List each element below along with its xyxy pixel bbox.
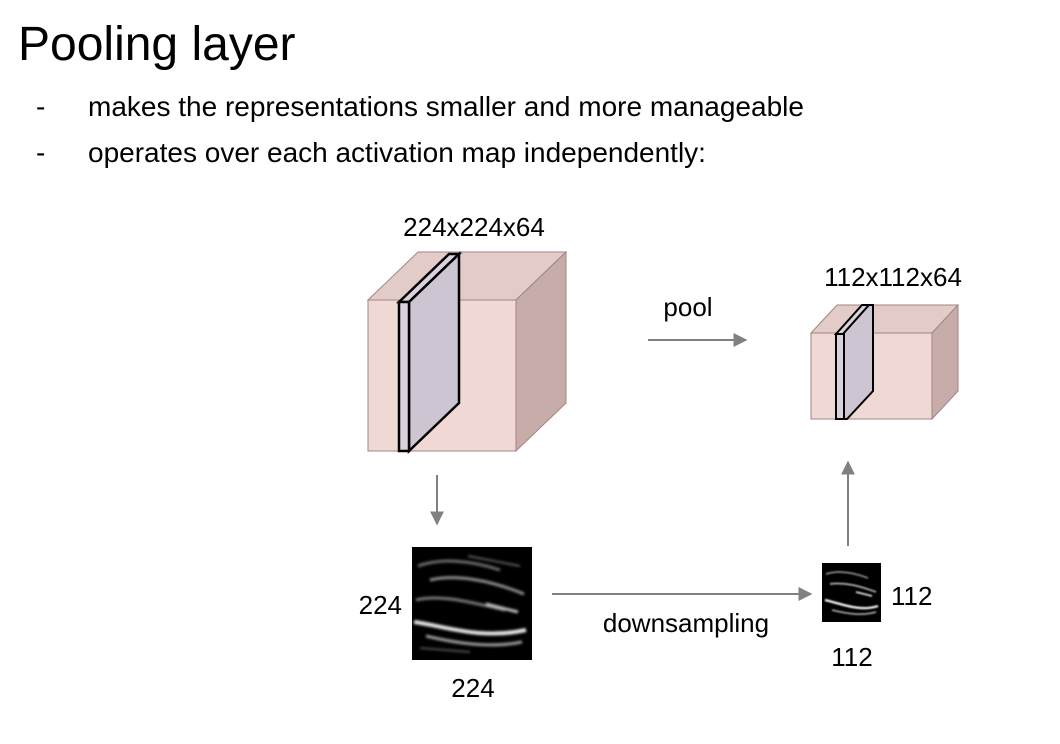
input-activation-map-texture — [413, 555, 527, 653]
pool-label: pool — [663, 292, 712, 322]
bullet-text: operates over each activation map indepe… — [88, 137, 706, 168]
input-activation-slice-front — [397, 300, 411, 453]
input-activation-map — [412, 547, 532, 660]
bullet-list: - makes the representations smaller and … — [36, 84, 804, 176]
output-volume — [809, 303, 960, 421]
input-map-height-label: 224 — [359, 590, 402, 620]
input-volume — [366, 250, 568, 454]
slide-title: Pooling layer — [18, 18, 296, 71]
output-map-height-label: 112 — [891, 581, 932, 611]
downsampling-label: downsampling — [603, 608, 769, 638]
output-activation-map — [822, 563, 881, 622]
output-volume-label: 112x112x64 — [824, 262, 962, 292]
bullet-item: - operates over each activation map inde… — [36, 130, 804, 176]
output-map-width-label: 112 — [831, 642, 872, 672]
output-activation-map-texture — [824, 570, 879, 616]
bullet-marker: - — [36, 137, 46, 168]
input-volume-label: 224x224x64 — [403, 212, 545, 242]
input-map-width-label: 224 — [451, 673, 494, 703]
bullet-text: makes the representations smaller and mo… — [88, 91, 804, 122]
bullet-marker: - — [36, 91, 46, 122]
bullet-item: - makes the representations smaller and … — [36, 84, 804, 130]
output-activation-slice-front — [835, 333, 845, 420]
